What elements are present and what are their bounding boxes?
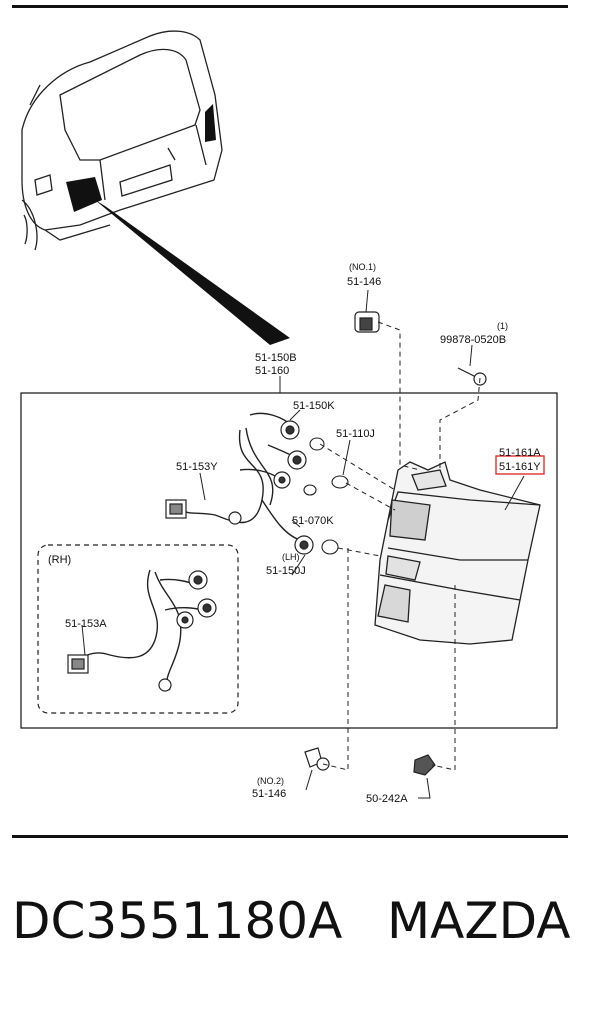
label-51-161Y: 51-161Y [499,461,541,473]
label-51-150J: 51-150J [266,565,306,577]
tail-lamp-highlight-left [66,177,102,212]
nut-50-242A [413,754,436,776]
rh-inset-frame [37,544,239,714]
assembly-dashed-lines [319,321,481,771]
bulb-sockets-lh [165,420,314,555]
label-51-150B: 51-150B [255,352,297,364]
leader-wedge [95,200,290,345]
label-50-242A: 50-242A [366,793,408,805]
label-51-153A: 51-153A [65,618,107,630]
footer: DC3551180A MAZDA [12,892,588,972]
label-51-110J: 51-110J [336,428,375,440]
tail-lamp-exploded-diagram: (NO.1) 51-146 (1) 99878-0520B 51-150B 51… [20,30,558,805]
label-51-146-bottom: 51-146 [252,788,286,800]
label-51-153Y: 51-153Y [176,461,218,473]
label-51-161A: 51-161A [499,447,541,459]
bottom-rule [12,835,568,838]
label-51-160: 51-160 [255,365,289,377]
bulb-sockets-rh [67,570,217,692]
part-number: DC3551180A [12,892,343,950]
label-leaders [81,289,525,799]
label-screw-qty: (1) [497,321,508,331]
label-rh: (RH) [48,554,71,566]
bulbs [303,437,349,555]
highlight-box [495,455,545,475]
clip-no1 [354,311,380,333]
label-51-150K: 51-150K [293,400,335,412]
screw [457,367,487,386]
label-lh: (LH) [282,552,300,562]
label-51-070K: 51-070K [292,515,334,527]
lamp-lens-assembly [374,461,541,645]
label-no1: (NO.1) [349,262,376,272]
wiring-harness-lh [179,412,301,541]
label-51-146-top: 51-146 [347,276,381,288]
vehicle-rear-illustration [21,30,223,251]
label-99878-0520B: 99878-0520B [440,334,506,346]
wiring-harness-rh [79,569,203,691]
label-no2: (NO.2) [257,776,284,786]
brand-name: MAZDA [387,892,571,950]
assembly-frame [20,392,558,729]
tail-lamp-highlight-right [205,104,216,142]
clip-no2 [304,747,330,771]
top-rule [12,5,568,8]
